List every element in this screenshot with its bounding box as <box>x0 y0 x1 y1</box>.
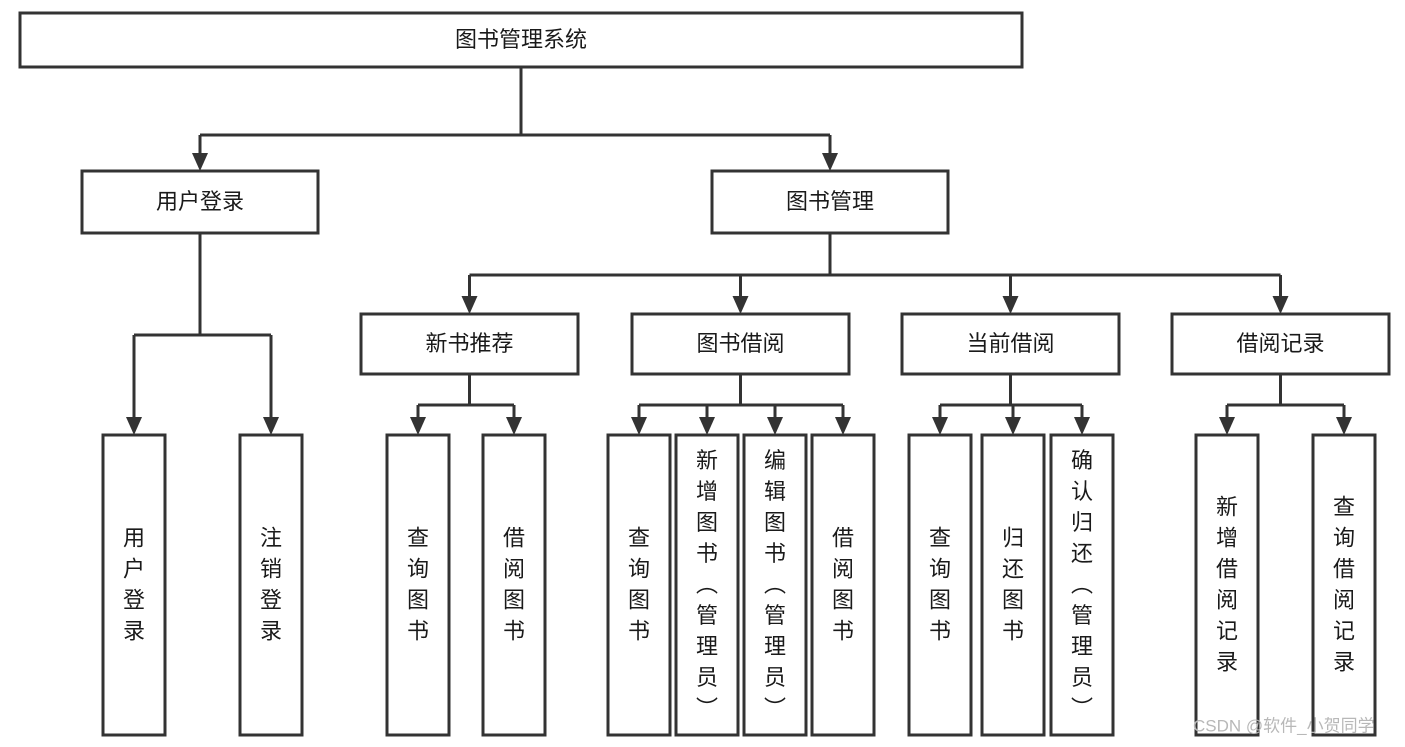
node-box-leaf_rec_borrow <box>481 433 547 737</box>
node-label-leaf_br_add: 新增借阅记录 <box>1216 494 1238 674</box>
node-box-borrow_record <box>1170 312 1391 376</box>
node-borrow_record[interactable]: 借阅记录 <box>1170 312 1391 376</box>
arrow-head-leaf_rec_query <box>410 417 426 435</box>
node-label-leaf_cb_return: 归还图书 <box>1002 525 1024 643</box>
arrow-head-user_login <box>192 153 208 171</box>
node-label-leaf_bb_add: 新增图书︵管理员︶ <box>696 448 718 721</box>
node-box-leaf_cb_return <box>980 433 1046 737</box>
connector-layer <box>126 67 1352 435</box>
node-box-leaf_cb_query <box>907 433 973 737</box>
arrow-head-borrow_record <box>1272 296 1289 314</box>
node-label-leaf_rec_borrow: 借阅图书 <box>503 525 525 643</box>
arrow-head-leaf_bb_add <box>699 417 715 435</box>
node-label-leaf_bb_edit: 编辑图书︵管理员︶ <box>764 448 786 721</box>
arrow-head-leaf_br_add <box>1219 417 1235 435</box>
node-box-user_login <box>80 169 320 235</box>
node-leaf_cb_confirm[interactable]: 确认归还︵管理员︶ <box>1049 433 1115 737</box>
arrow-head-book_manage <box>822 153 838 171</box>
node-box-leaf_br_query <box>1311 433 1377 737</box>
node-label-leaf_cb_confirm: 确认归还︵管理员︶ <box>1071 448 1093 721</box>
node-box-leaf_rec_query <box>385 433 451 737</box>
node-label-current_borrow: 当前借阅 <box>966 331 1054 356</box>
node-label-book_borrow: 图书借阅 <box>696 331 784 356</box>
node-label-borrow_record: 借阅记录 <box>1236 331 1324 356</box>
node-root[interactable]: 图书管理系统 <box>18 11 1024 69</box>
node-leaf_rec_borrow[interactable]: 借阅图书 <box>481 433 547 737</box>
arrow-head-leaf_cb_return <box>1005 417 1021 435</box>
node-box-leaf_bb_borrow <box>810 433 876 737</box>
node-label-leaf_user_login: 用户登录 <box>123 525 145 643</box>
node-leaf_br_query[interactable]: 查询借阅记录 <box>1311 433 1377 737</box>
node-box-book_borrow <box>630 312 851 376</box>
node-label-leaf_cb_query: 查询图书 <box>929 525 951 643</box>
node-leaf_cb_return[interactable]: 归还图书 <box>980 433 1046 737</box>
node-box-current_borrow <box>900 312 1121 376</box>
node-box-root <box>18 11 1024 69</box>
csdn-watermark: CSDN @软件_小贺同学 <box>1193 716 1375 735</box>
node-leaf_rec_query[interactable]: 查询图书 <box>385 433 451 737</box>
arrow-head-leaf_br_query <box>1336 417 1352 435</box>
node-current_borrow[interactable]: 当前借阅 <box>900 312 1121 376</box>
node-leaf_logout[interactable]: 注销登录 <box>238 433 304 737</box>
arrow-head-book_borrow <box>732 296 749 314</box>
node-box-leaf_br_add <box>1194 433 1260 737</box>
node-new_book_rec[interactable]: 新书推荐 <box>359 312 580 376</box>
arrow-head-leaf_bb_query <box>631 417 647 435</box>
node-leaf_cb_query[interactable]: 查询图书 <box>907 433 973 737</box>
node-box-new_book_rec <box>359 312 580 376</box>
arrow-head-leaf_bb_borrow <box>835 417 851 435</box>
arrow-head-leaf_bb_edit <box>767 417 783 435</box>
node-book_manage[interactable]: 图书管理 <box>710 169 950 235</box>
arrow-head-new_book_rec <box>461 296 478 314</box>
node-leaf_br_add[interactable]: 新增借阅记录 <box>1194 433 1260 737</box>
node-box-leaf_bb_edit <box>742 433 808 737</box>
node-leaf_bb_query[interactable]: 查询图书 <box>606 433 672 737</box>
arrow-head-leaf_cb_query <box>932 417 948 435</box>
node-label-root: 图书管理系统 <box>455 27 587 52</box>
node-label-leaf_bb_borrow: 借阅图书 <box>832 525 854 643</box>
node-layer: 图书管理系统用户登录图书管理新书推荐图书借阅当前借阅借阅记录用户登录注销登录查询… <box>18 11 1391 737</box>
arrow-head-leaf_logout <box>263 417 279 435</box>
node-label-user_login: 用户登录 <box>156 189 244 214</box>
arrow-head-leaf_cb_confirm <box>1074 417 1090 435</box>
node-box-leaf_cb_confirm <box>1049 433 1115 737</box>
node-label-book_manage: 图书管理 <box>786 189 874 214</box>
node-box-leaf_bb_query <box>606 433 672 737</box>
node-box-leaf_user_login <box>101 433 167 737</box>
node-leaf_bb_edit[interactable]: 编辑图书︵管理员︶ <box>742 433 808 737</box>
node-book_borrow[interactable]: 图书借阅 <box>630 312 851 376</box>
node-label-new_book_rec: 新书推荐 <box>425 331 513 356</box>
node-leaf_user_login[interactable]: 用户登录 <box>101 433 167 737</box>
node-leaf_bb_add[interactable]: 新增图书︵管理员︶ <box>674 433 740 737</box>
node-label-leaf_logout: 注销登录 <box>260 525 282 643</box>
arrow-head-leaf_user_login <box>126 417 142 435</box>
node-box-leaf_bb_add <box>674 433 740 737</box>
node-label-leaf_br_query: 查询借阅记录 <box>1333 494 1355 674</box>
arrow-head-current_borrow <box>1002 296 1019 314</box>
node-label-leaf_rec_query: 查询图书 <box>407 525 429 643</box>
arrow-head-leaf_rec_borrow <box>506 417 522 435</box>
node-label-leaf_bb_query: 查询图书 <box>628 525 650 643</box>
node-box-book_manage <box>710 169 950 235</box>
node-box-leaf_logout <box>238 433 304 737</box>
node-user_login[interactable]: 用户登录 <box>80 169 320 235</box>
node-leaf_bb_borrow[interactable]: 借阅图书 <box>810 433 876 737</box>
